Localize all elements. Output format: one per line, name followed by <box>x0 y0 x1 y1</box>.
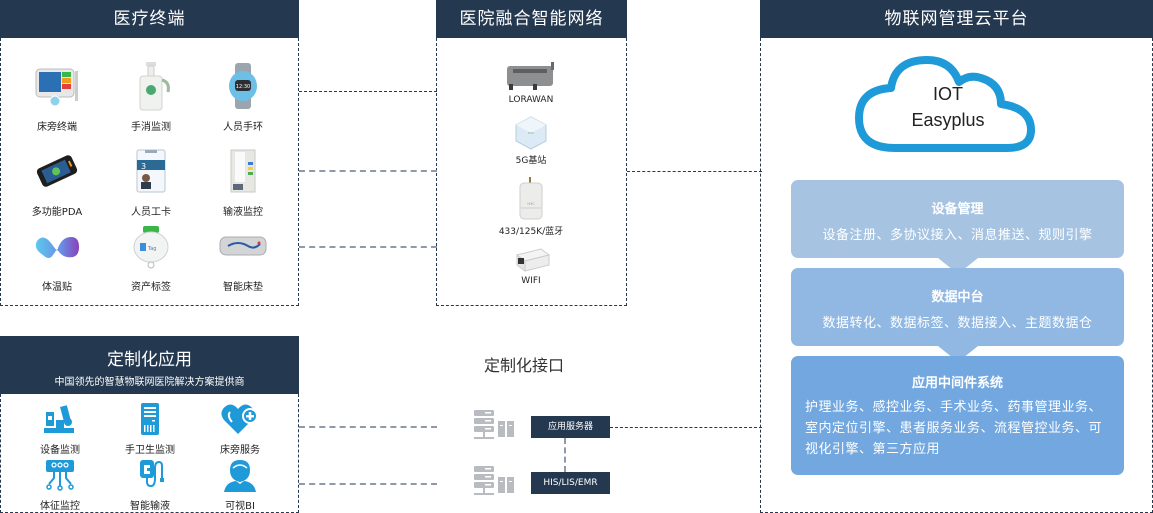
medical-terminals-panel <box>0 38 299 306</box>
network-item[interactable]: LORAWAN <box>461 60 601 105</box>
network-label: WIFI <box>521 276 541 286</box>
asset-tag-icon: Tag <box>123 218 179 274</box>
temperature-patch-icon <box>29 218 85 274</box>
app-item[interactable]: 智能输液 <box>105 458 195 512</box>
terminal-label: 手消监测 <box>131 122 171 133</box>
app-label: 可视BI <box>225 501 255 512</box>
iot-cloud-icon: IOT Easyplus <box>855 56 1055 156</box>
custom-apps-header: 定制化应用 中国领先的智慧物联网医院解决方案提供商 <box>0 336 299 394</box>
terminal-label: 人员工卡 <box>131 207 171 218</box>
bluetooth-beacon-icon: H3C <box>461 177 601 221</box>
terminal-item[interactable]: 12:30 人员手环 <box>198 58 288 133</box>
network-label: LORAWAN <box>508 95 554 105</box>
terminal-label: 智能床垫 <box>223 282 263 293</box>
terminal-item[interactable]: 床旁终端 <box>12 58 102 133</box>
hospital-network-panel <box>436 38 627 306</box>
app-server-label[interactable]: 应用服务器 <box>531 416 610 438</box>
terminal-item[interactable]: 3 人员工卡 <box>106 143 196 218</box>
wifi-ap-icon <box>461 245 601 273</box>
svg-text:3: 3 <box>141 162 146 171</box>
app-label: 手卫生监测 <box>125 445 175 456</box>
svg-text:H3C: H3C <box>528 131 534 135</box>
server-cabinet-icon <box>130 402 170 438</box>
circuit-icon <box>40 458 80 494</box>
terminal-label: 输液监控 <box>223 207 263 218</box>
custom-interface-title: 定制化接口 <box>484 356 565 375</box>
terminal-label: 体温贴 <box>42 282 72 293</box>
layer-title: 数据中台 <box>931 290 984 305</box>
user-icon <box>220 458 260 494</box>
terminal-item[interactable]: 智能床垫 <box>198 218 288 293</box>
medical-terminals-title: 医疗终端 <box>113 9 186 29</box>
hospital-network-header: 医院融合智能网络 <box>436 0 627 38</box>
bedside-terminal-icon <box>29 58 85 114</box>
app-label: 体征监控 <box>40 501 80 512</box>
connector-line <box>299 170 437 172</box>
terminal-label: 资产标签 <box>131 282 171 293</box>
layer-desc: 设备注册、多协议接入、消息推送、规则引擎 <box>822 228 1093 243</box>
terminal-item[interactable]: 输液监控 <box>198 143 288 218</box>
app-label: 床旁服务 <box>220 445 260 456</box>
cloud-text-line1: IOT <box>933 84 963 104</box>
custom-apps-title: 定制化应用 <box>107 350 192 370</box>
app-item[interactable]: 体征监控 <box>15 458 105 512</box>
server-rack-icon <box>472 409 518 447</box>
terminal-label: 人员手环 <box>223 122 263 133</box>
layer-title: 设备管理 <box>931 202 984 217</box>
svg-text:Tag: Tag <box>147 246 156 252</box>
network-item[interactable]: H3C 5G基站 <box>461 116 601 166</box>
connector-line <box>299 483 437 485</box>
svg-text:H3C: H3C <box>527 202 535 206</box>
infusion-monitor-icon <box>215 143 271 199</box>
cloud-text-line2: Easyplus <box>911 110 985 130</box>
connector-line <box>299 426 437 428</box>
app-item[interactable]: 手卫生监测 <box>105 402 195 456</box>
layer-data-platform[interactable]: 数据中台 数据转化、数据标签、数据接入、主题数据仓 <box>791 268 1124 346</box>
app-item[interactable]: 设备监测 <box>15 402 105 456</box>
svg-text:12:30: 12:30 <box>236 84 250 90</box>
pda-icon <box>29 143 85 199</box>
staff-badge-icon: 3 <box>123 143 179 199</box>
connector-line <box>627 171 762 172</box>
app-item[interactable]: 床旁服务 <box>195 402 285 456</box>
layer-device-management[interactable]: 设备管理 设备注册、多协议接入、消息推送、规则引擎 <box>791 180 1124 258</box>
terminal-item[interactable]: 手消监测 <box>106 58 196 133</box>
hospital-network-title: 医院融合智能网络 <box>459 9 604 29</box>
iv-bag-icon <box>130 458 170 494</box>
connector-line <box>299 246 437 248</box>
app-label: 设备监测 <box>40 445 80 456</box>
connector-line <box>610 427 762 428</box>
medical-terminals-header: 医疗终端 <box>0 0 299 38</box>
terminal-label: 多功能PDA <box>31 207 83 218</box>
terminal-label: 床旁终端 <box>37 122 77 133</box>
network-item[interactable]: WIFI <box>461 245 601 286</box>
layer-title: 应用中间件系统 <box>911 376 1003 391</box>
wristband-icon: 12:30 <box>215 58 271 114</box>
layer-desc: 数据转化、数据标签、数据接入、主题数据仓 <box>822 316 1093 331</box>
connector-line <box>564 438 566 472</box>
server-rack-icon <box>472 465 518 503</box>
terminal-item[interactable]: Tag 资产标签 <box>106 218 196 293</box>
terminal-item[interactable]: 多功能PDA <box>12 143 102 218</box>
cloud-platform-title: 物联网管理云平台 <box>884 9 1029 29</box>
network-label: 5G基站 <box>515 156 547 166</box>
hand-sanitizer-icon <box>123 58 179 114</box>
microscope-icon <box>40 402 80 438</box>
app-label: 智能输液 <box>130 501 170 512</box>
cloud-platform-header: 物联网管理云平台 <box>760 0 1153 38</box>
his-lis-emr-label[interactable]: HIS/LIS/EMR <box>531 472 610 494</box>
layer-desc: 护理业务、感控业务、手术业务、药事管理业务、室内定位引擎、患者服务业务、流程管控… <box>805 400 1103 457</box>
connector-line <box>299 91 437 92</box>
terminal-item[interactable]: 体温贴 <box>12 218 102 293</box>
smart-mattress-icon <box>215 218 271 274</box>
heart-plus-icon <box>220 402 260 438</box>
lorawan-gateway-icon <box>461 60 601 92</box>
network-item[interactable]: H3C 433/125K/蓝牙 <box>461 177 601 237</box>
network-label: 433/125K/蓝牙 <box>498 227 564 237</box>
layer-middleware[interactable]: 应用中间件系统 护理业务、感控业务、手术业务、药事管理业务、室内定位引擎、患者服… <box>791 356 1124 475</box>
custom-apps-subtitle: 中国领先的智慧物联网医院解决方案提供商 <box>54 377 245 388</box>
5g-base-station-icon: H3C <box>461 116 601 150</box>
app-item[interactable]: 可视BI <box>195 458 285 512</box>
